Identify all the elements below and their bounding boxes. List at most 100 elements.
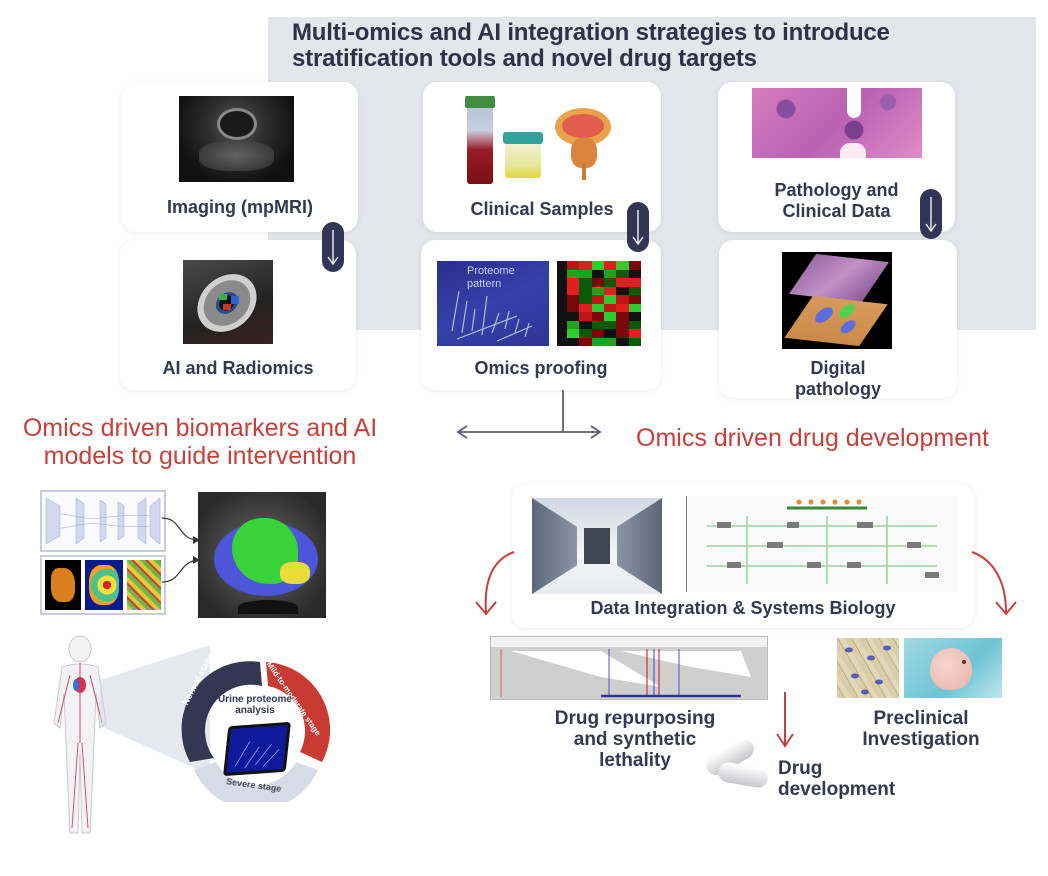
title-line-1: Multi-omics and AI integration strategie… <box>292 19 890 46</box>
histology-image <box>752 88 922 158</box>
title-line-2: stratification tools and novel drug targ… <box>292 45 757 72</box>
heatmap-cell <box>591 269 604 278</box>
heatmap-cell <box>567 261 580 270</box>
heatmap-cell <box>616 286 629 295</box>
zoom-projection-cone <box>100 645 210 775</box>
heatmap-cell <box>567 320 580 329</box>
drug-repurposing-line-3: lethality <box>599 750 671 771</box>
heatmap-cell <box>603 286 617 295</box>
mri-scan-image <box>179 96 294 182</box>
mild-stage-arc <box>266 662 331 762</box>
neural-network-diagram <box>40 490 166 552</box>
heatmap-cell <box>603 295 617 304</box>
page-title: Multi-omics and AI integration strategie… <box>292 20 1032 72</box>
proteome-inset-line-2: pattern <box>467 278 502 290</box>
heatmap-cell <box>616 295 629 304</box>
heatmap-cell <box>579 312 592 321</box>
heatmap-cell <box>579 303 592 312</box>
card-digital-pathology: Digital pathology <box>719 240 957 400</box>
heatmap-cell <box>628 329 641 338</box>
heatmap-cell <box>591 337 604 346</box>
proteome-pattern-image: Proteome pattern <box>437 261 549 346</box>
arrow-samples-to-omics <box>627 202 649 252</box>
omics-proofing-label: Omics proofing <box>474 358 608 378</box>
heatmap-cell <box>616 269 629 278</box>
pathology-label-line-2: Clinical Data <box>782 201 891 221</box>
heatmap-cell <box>567 278 580 287</box>
down-arrow-icon <box>632 210 644 246</box>
read-alignment-graphic <box>500 649 751 698</box>
arrowhead-icon <box>776 733 794 748</box>
heatmap-cell <box>567 286 580 295</box>
digital-pathology-label-line-2: pathology <box>795 379 881 399</box>
pathway-network-image <box>686 496 957 592</box>
proteome-tablet-image <box>223 721 291 777</box>
heatmap-cell <box>603 303 617 312</box>
digital-pathology-layers-image <box>782 252 892 349</box>
heatmap-cell <box>628 278 641 287</box>
urine-proteome-line-1: Urine proteome <box>218 694 292 705</box>
pathway-network-graphic <box>707 499 939 584</box>
curved-arrow-right <box>971 551 1017 616</box>
heatmap-cell <box>579 261 592 270</box>
urine-cup-image <box>503 132 545 182</box>
heatmap-cell <box>579 337 592 346</box>
drug-development-line-1: Drug <box>778 758 823 779</box>
server-room-image <box>532 498 662 594</box>
card-ai-radiomics: AI and Radiomics <box>120 240 356 390</box>
3d-tumor-render <box>45 560 81 610</box>
digital-pathology-label-line-1: Digital <box>810 358 866 378</box>
down-arrow-icon <box>327 230 339 266</box>
left-branch-heading-line-2: models to guide intervention <box>43 442 357 470</box>
radiomic-feature-maps <box>40 555 166 615</box>
heatmap-overlay-render <box>85 560 123 610</box>
curved-arrow-left <box>475 551 515 616</box>
heatmap-cell <box>616 337 629 346</box>
heatmap-cell <box>591 312 604 321</box>
heatmap-cell <box>628 303 641 312</box>
feature-to-segmentation-arrows <box>161 517 200 583</box>
genome-browser-image <box>490 636 768 700</box>
heatmap-cell <box>616 329 629 338</box>
proteome-peaks-graphic <box>451 290 533 342</box>
data-integration-label: Data Integration & Systems Biology <box>590 598 896 618</box>
heatmap-cell <box>616 320 629 329</box>
left-branch-heading-line-1: Omics driven biomarkers and AI <box>22 414 378 442</box>
heatmap-cell <box>603 269 617 278</box>
drug-repurposing-line-1: Drug repurposing <box>554 708 716 729</box>
heatmap-cell <box>567 312 580 321</box>
heatmap-cell <box>616 278 629 287</box>
heatmap-cell <box>603 312 617 321</box>
network-layers-graphic <box>45 497 161 545</box>
heatmap-cell <box>616 261 629 270</box>
cell-nuclei-graphic <box>845 645 891 695</box>
heatmap-cell <box>579 295 592 304</box>
heatmap-cell <box>579 329 592 338</box>
pathology-label-line-1: Pathology and <box>774 180 899 200</box>
heatmap-cell <box>591 261 604 270</box>
proteome-inset-line-1: Proteome <box>467 265 515 277</box>
right-branch-heading: Omics driven drug development <box>636 424 989 452</box>
heatmap-cell <box>567 295 580 304</box>
heatmap-cell <box>628 261 641 270</box>
heatmap-cell <box>567 329 580 338</box>
digital-pathology-label: Digital pathology <box>719 358 957 400</box>
arrowhead-icon <box>193 556 200 564</box>
heatmap-cell <box>603 329 617 338</box>
clinical-samples-label: Clinical Samples <box>470 199 614 219</box>
heatmap-cell <box>567 337 580 346</box>
radiomics-3d-image <box>183 260 273 344</box>
urine-proteome-line-2: analysis <box>235 705 275 716</box>
preclinical-label: Preclinical Investigation <box>826 708 1016 750</box>
card-pathology: Pathology and Clinical Data <box>718 82 955 232</box>
heatmap-cell <box>567 303 580 312</box>
arrowhead-icon <box>193 536 200 544</box>
heatmap-cell <box>591 320 604 329</box>
preclinical-line-1: Preclinical <box>873 708 969 729</box>
prostate-organ-image <box>553 108 615 180</box>
heatmap-cell <box>567 269 580 278</box>
expression-heatmap-image <box>557 261 641 346</box>
drug-development-arrow <box>776 692 794 748</box>
arrowhead-icon <box>995 601 1017 616</box>
heatmap-cell <box>591 295 604 304</box>
